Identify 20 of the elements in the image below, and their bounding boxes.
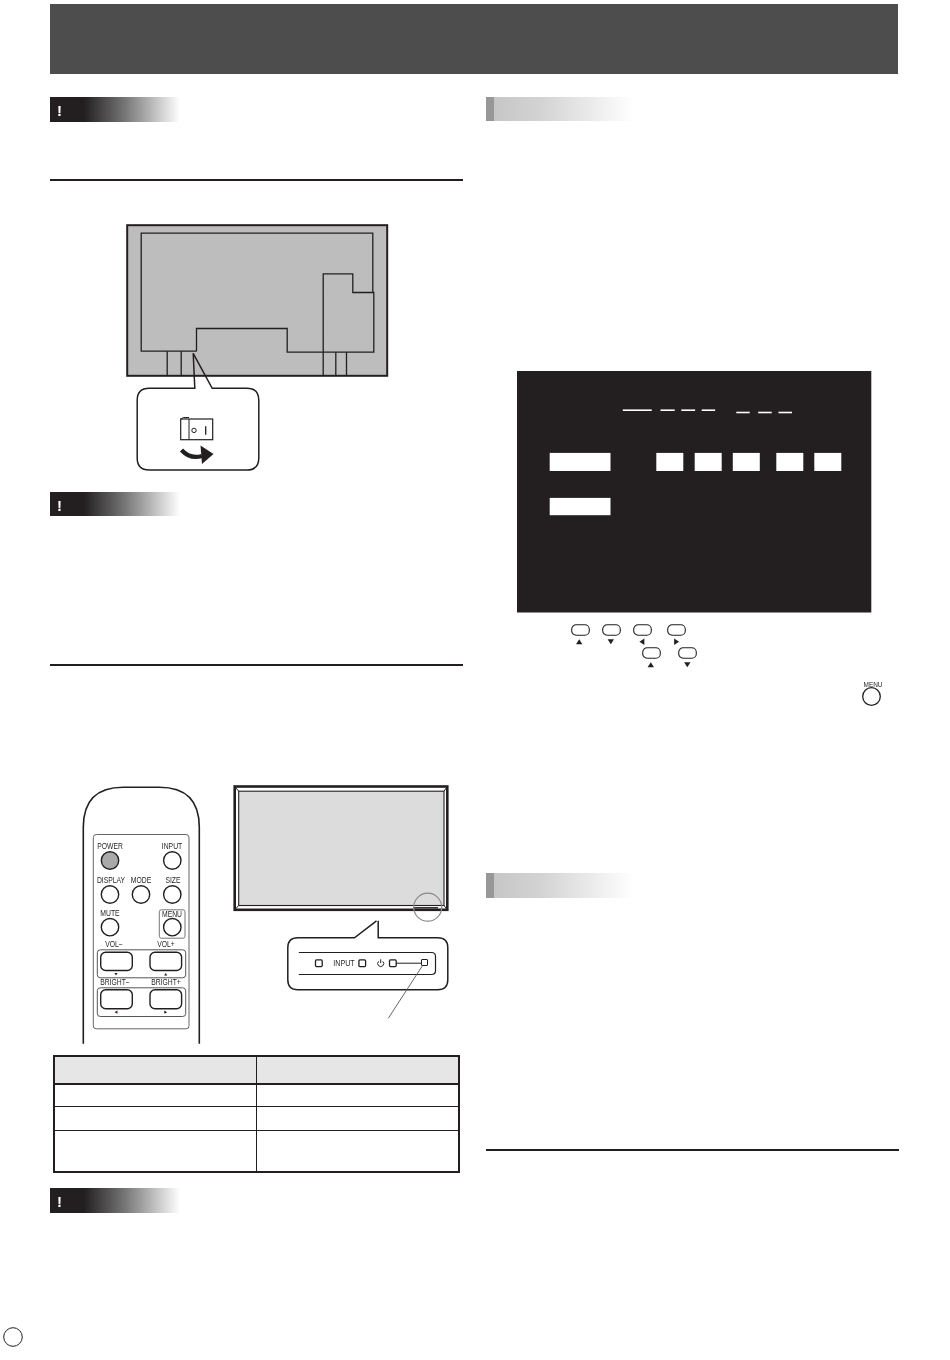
- button-label: MENU: [162, 909, 183, 918]
- button-label: INPUT: [162, 841, 183, 851]
- caution-banner: [50, 1188, 180, 1213]
- button-label: MODE: [131, 875, 152, 885]
- button-label: MUTE: [100, 909, 120, 918]
- button-label: INPUT: [333, 958, 355, 968]
- panel-indicator: [421, 959, 428, 967]
- caution-banner: [50, 492, 180, 517]
- button-label: BRIGHT−: [99, 978, 130, 987]
- caution-banner: [50, 97, 180, 122]
- caution-mark: !: [57, 497, 62, 513]
- leader-line: [387, 965, 423, 1019]
- caution-mark: !: [57, 102, 62, 118]
- button-label: DISPLAY: [96, 875, 125, 885]
- button-label: BRIGHT+: [150, 978, 181, 987]
- button-label: POWER: [97, 841, 123, 851]
- button-label: SIZE: [164, 875, 181, 885]
- button-label: VOL−: [105, 940, 123, 949]
- caution-mark: !: [57, 1193, 62, 1209]
- button-label: VOL+: [157, 940, 176, 949]
